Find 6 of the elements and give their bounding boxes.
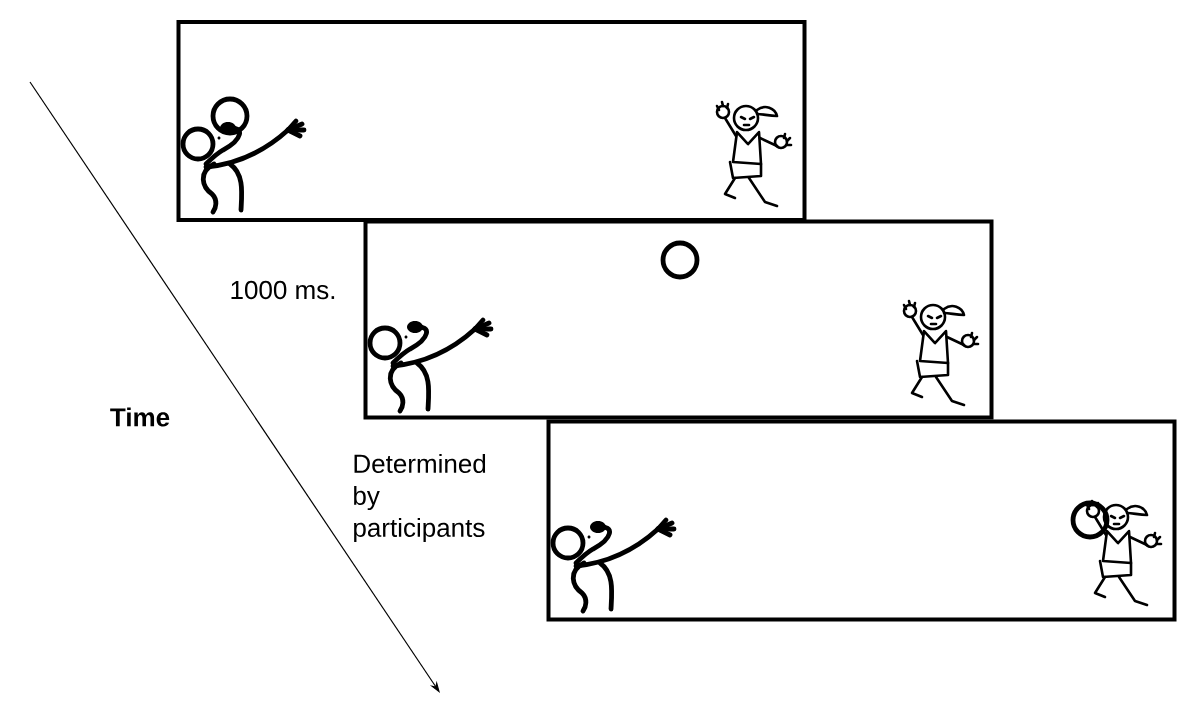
frame-box: [546, 419, 1177, 622]
duration-text: Determined by participants: [354, 453, 486, 543]
axis-label: Time: [110, 407, 170, 427]
frame-box: [363, 219, 994, 420]
frame-box: [176, 20, 807, 222]
duration-text: 1000 ms.: [231, 280, 335, 300]
